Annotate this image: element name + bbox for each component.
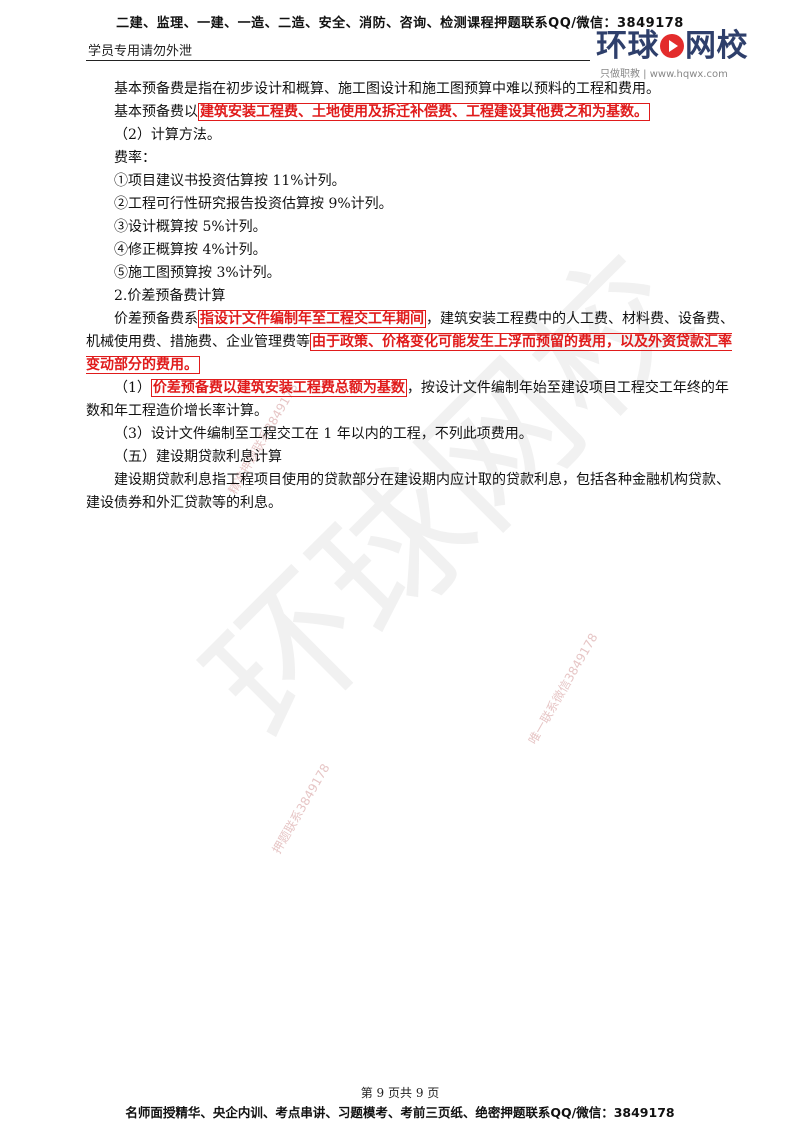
logo-part-b: 网校 <box>685 28 748 64</box>
text-prefix: 基本预备费以 <box>114 104 198 120</box>
highlight-period: 指设计文件编制年至工程交工年期间 <box>198 310 426 328</box>
confidential-notice: 学员专用请勿外泄 <box>88 44 193 59</box>
text-b: ，按设计文件编制年始至建设项目工程交工年终的年数和年工程造价增长率计算。 <box>86 380 729 419</box>
header-rule <box>86 60 590 61</box>
contact-watermark-3: 押题联系3849178 <box>269 761 333 857</box>
play-icon <box>660 34 684 58</box>
top-banner: 二建、监理、一建、一造、二造、安全、消防、咨询、检测课程押题联系QQ/微信：38… <box>116 16 684 31</box>
list-item-rate-3: ③设计概算按 5%计列。 <box>114 219 267 235</box>
document-body: 基本预备费是指在初步设计和概算、施工图设计和施工图预算中难以预料的工程和费用。 … <box>86 78 742 515</box>
heading-loan-interest: （五）建设期贷款利息计算 <box>114 449 282 465</box>
label-rate: 费率： <box>114 150 156 166</box>
list-item-rate-1: ①项目建议书投资估算按 11%计列。 <box>114 173 346 189</box>
text-a: 价差预备费系 <box>114 311 198 327</box>
logo-wordmark: 环球网校 <box>596 28 748 64</box>
footer-banner: 名师面授精华、央企内训、考点串讲、习题模考、考前三页纸、绝密押题联系QQ/微信：… <box>125 1105 675 1120</box>
contact-watermark-2: 唯一联系微信3849178 <box>525 630 601 747</box>
paragraph-price-reserve-def: 价差预备费系指设计文件编制年至工程交工年期间，建筑安装工程费中的人工费、材料费、… <box>86 308 742 377</box>
logo-tagline: 只做职教 | www.hqwx.com <box>600 69 728 80</box>
heading-price-reserve: 2.价差预备费计算 <box>114 288 226 304</box>
highlight-price-base: 价差预备费以建筑安装工程费总额为基数 <box>150 379 407 397</box>
paragraph-exemption: （3）设计文件编制至工程交工在 1 年以内的工程，不列此项费用。 <box>114 426 533 442</box>
paragraph-loan-interest-def: 建设期贷款利息指工程项目使用的贷款部分在建设期内应计取的贷款利息，包括各种金融机… <box>86 472 730 511</box>
list-item-rate-2: ②工程可行性研究报告投资估算按 9%计列。 <box>114 196 393 212</box>
page-number: 第 9 页共 9 页 <box>360 1086 440 1100</box>
list-item-rate-4: ④修正概算按 4%计列。 <box>114 242 267 258</box>
brand-logo: 环球网校 只做职教 | www.hqwx.com <box>596 28 748 80</box>
list-item-rate-5: ⑤施工图预算按 3%计列。 <box>114 265 281 281</box>
heading-calc-method: （2）计算方法。 <box>114 127 221 143</box>
text-b: ，建筑安装工程费中的人工费、材料费、设备费、机械使用费、措施费、企业管理费等 <box>86 311 734 350</box>
highlight-basic-reserve-base: 建筑安装工程费、土地使用及拆迁补偿费、工程建设其他费之和为基数。 <box>198 103 650 121</box>
text-a: （1） <box>114 380 151 396</box>
paragraph-basic-reserve-base: 基本预备费以建筑安装工程费、土地使用及拆迁补偿费、工程建设其他费之和为基数。 <box>86 101 742 124</box>
highlight-reason: 由于政策、价格变化可能发生上浮而预留的费用，以及外资贷款汇率变动部分的费用。 <box>86 333 732 374</box>
paragraph-price-reserve-base: （1）价差预备费以建筑安装工程费总额为基数，按设计文件编制年始至建设项目工程交工… <box>86 377 742 423</box>
logo-part-a: 环球 <box>596 28 659 64</box>
paragraph-basic-reserve-def: 基本预备费是指在初步设计和概算、施工图设计和施工图预算中难以预料的工程和费用。 <box>114 81 660 97</box>
